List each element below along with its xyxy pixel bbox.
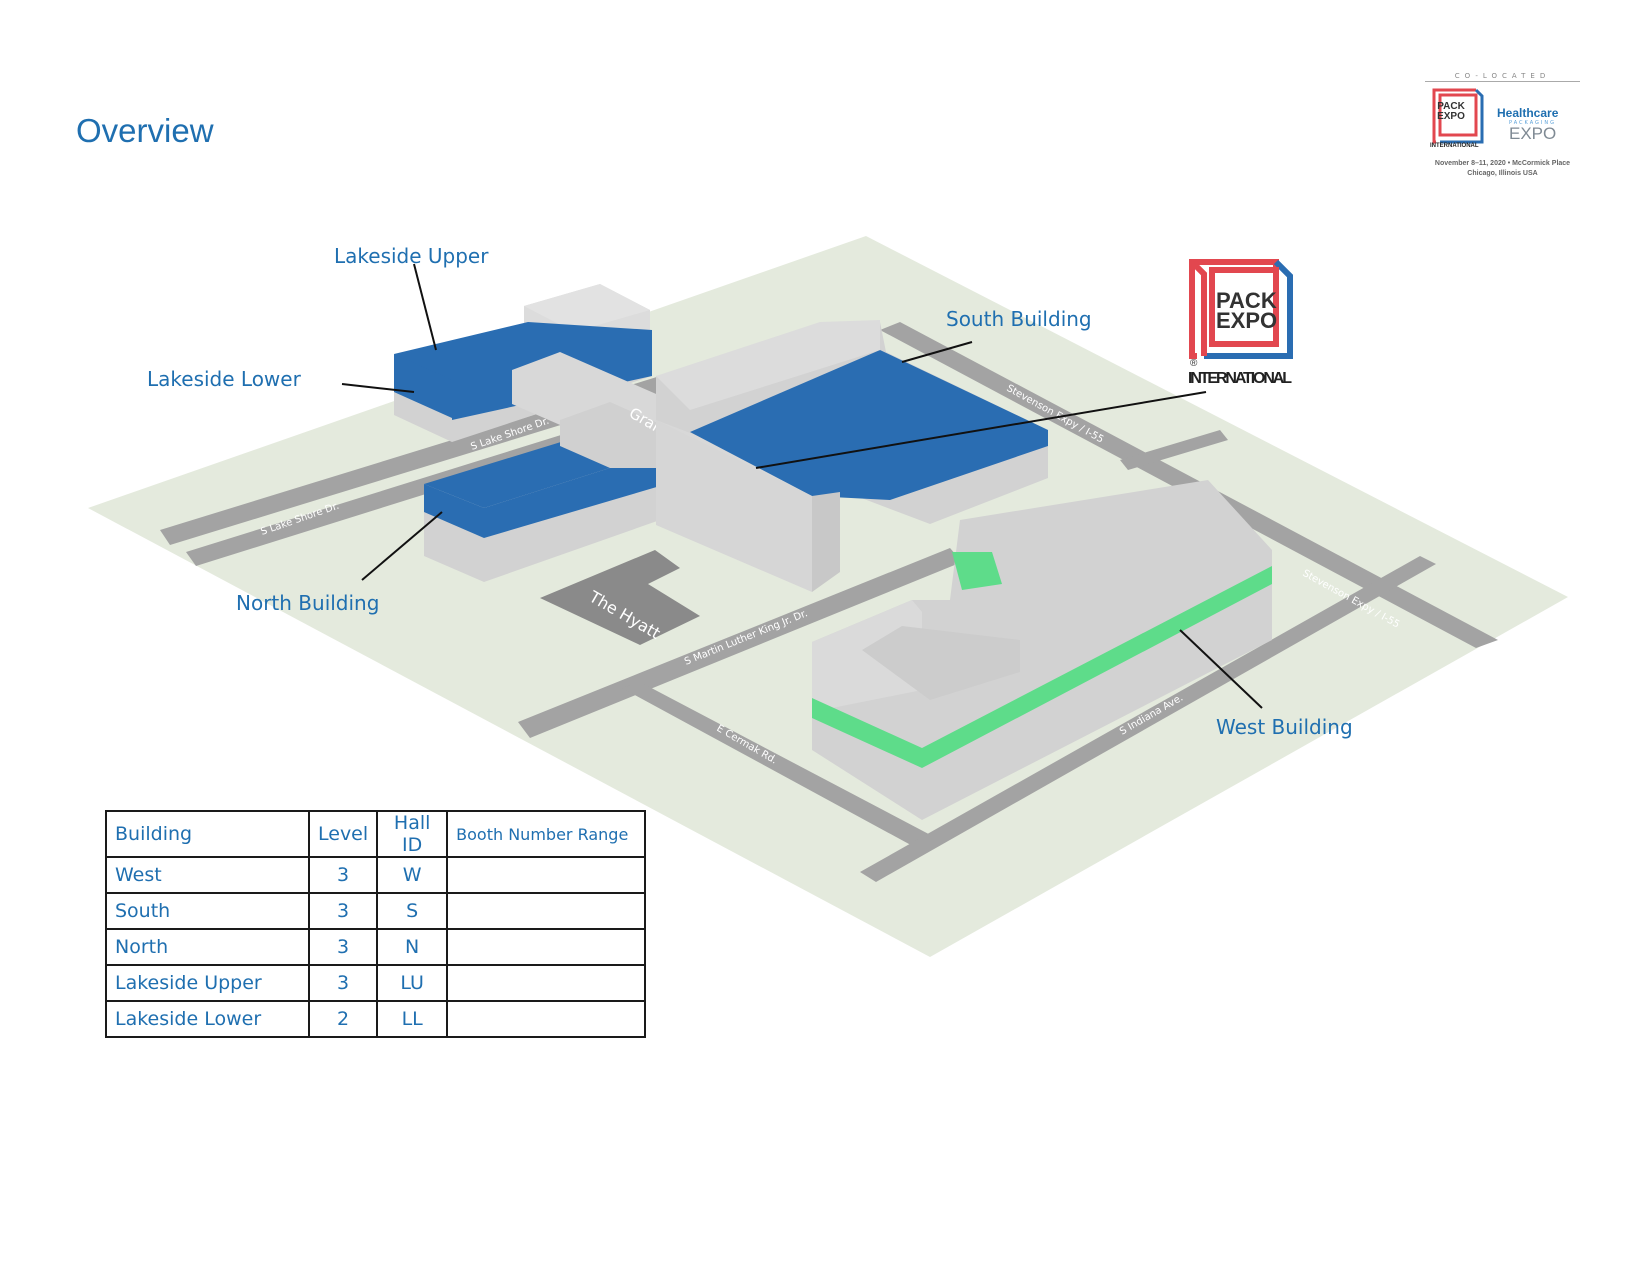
cell-booth-range (446, 964, 647, 1002)
cell-hall-id: LU (376, 964, 449, 1002)
road-cermak (622, 682, 940, 850)
colocated-label: CO-LOCATED (1454, 72, 1551, 80)
cell-hall-id: W (376, 856, 449, 894)
colocated-international: INTERNATIONAL (1430, 143, 1479, 149)
colocated-expo: EXPO (1509, 124, 1557, 143)
road-indiana (860, 556, 1436, 882)
leader-west (1179, 629, 1263, 709)
colocated-pack-line2: EXPO (1437, 111, 1465, 122)
header-hall-id: Hall ID (376, 810, 449, 858)
cell-booth-range (446, 892, 647, 930)
table-row: Lakeside Upper 3 LU (105, 964, 647, 1002)
table-row: North 3 N (105, 928, 647, 966)
hall-table: Building Level Hall ID Booth Number Rang… (105, 810, 647, 1038)
header-booth-range: Booth Number Range (446, 810, 647, 858)
cell-level: 3 (307, 928, 379, 966)
colocated-location: Chicago, Illinois USA (1467, 170, 1538, 177)
header-building: Building (105, 810, 310, 858)
page-title: Overview (76, 112, 214, 149)
south-hall (690, 350, 1048, 500)
west-building (812, 480, 1272, 820)
cell-booth-range (446, 1000, 647, 1038)
cell-building: North (105, 928, 310, 966)
cell-booth-range (446, 928, 647, 966)
label-north-building: North Building (236, 591, 379, 615)
south-building (656, 320, 1048, 592)
cell-hall-id: S (376, 892, 449, 930)
table-row: West 3 W (105, 856, 647, 894)
hyatt-building: The Hyatt (540, 550, 700, 645)
colocated-pack-text: PACK EXPO (1436, 102, 1466, 122)
cell-booth-range (446, 856, 647, 894)
label-west-building: West Building (1216, 715, 1353, 739)
leader-lines (341, 263, 1263, 709)
colocated-healthcare: Healthcare (1497, 106, 1559, 120)
leader-pack-expo (755, 391, 1207, 469)
pack-expo-logo: PACK EXPO ® INTERNATIONAL (1188, 259, 1293, 387)
cell-building: West (105, 856, 310, 894)
leader-lakeside-lower (341, 383, 415, 393)
cell-hall-id: LL (376, 1000, 449, 1038)
pack-expo-logo-international: INTERNATIONAL (1188, 370, 1292, 387)
colocated-rule (1425, 81, 1580, 82)
road-lake-shore (160, 376, 668, 545)
colocated-dates: November 8–11, 2020 • McCormick Place (1434, 160, 1571, 167)
pack-expo-logo-registered: ® (1190, 358, 1198, 369)
table-row: South 3 S (105, 892, 647, 930)
cell-level: 3 (307, 856, 379, 894)
pack-expo-logo-line1: PACK (1216, 288, 1277, 313)
lakeside-lower-hall (394, 354, 452, 418)
label-lakeside-upper: Lakeside Upper (334, 244, 489, 268)
leader-south (901, 341, 973, 363)
pack-expo-logo-line2: EXPO (1216, 308, 1277, 333)
label-lakeside-lower: Lakeside Lower (147, 367, 302, 391)
cell-building: Lakeside Lower (105, 1000, 310, 1038)
cell-level: 2 (307, 1000, 379, 1038)
cell-level: 3 (307, 892, 379, 930)
label-south-building: South Building (946, 307, 1092, 331)
header-level: Level (307, 810, 379, 858)
colocated-packaging: PACKAGING (1509, 120, 1557, 126)
cell-level: 3 (307, 964, 379, 1002)
hall-table-header: Building Level Hall ID Booth Number Rang… (105, 810, 647, 858)
colocated-pack-expo-mark (1432, 88, 1484, 144)
cell-hall-id: N (376, 928, 449, 966)
colocated-logo: CO-LOCATED PACK EXPO INTERNATIONAL Healt… (1425, 72, 1580, 182)
leader-lakeside-upper (413, 263, 437, 351)
cell-building: South (105, 892, 310, 930)
colocated-pack-line1: PACK (1437, 101, 1465, 112)
road-connector (1120, 430, 1228, 470)
cell-building: Lakeside Upper (105, 964, 310, 1002)
table-row: Lakeside Lower 2 LL (105, 1000, 647, 1038)
leader-north (361, 511, 443, 581)
